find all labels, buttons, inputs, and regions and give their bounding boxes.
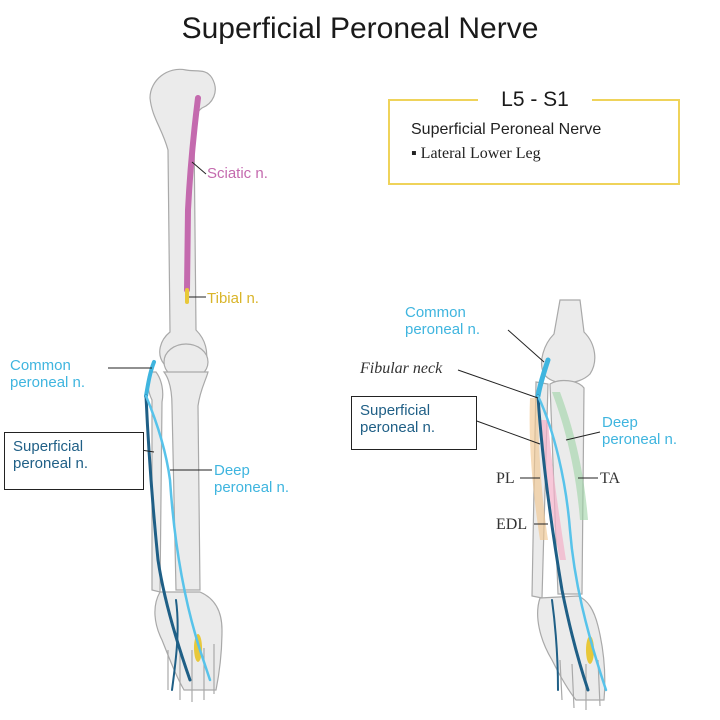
nerve-root-region-text: Lateral Lower Leg [420, 145, 541, 162]
callout-right-superficial-peroneal-nerve: Superficial peroneal n. [351, 396, 477, 450]
label-extensor-digitorum-longus: EDL [496, 516, 528, 533]
right-leg-muscles [529, 392, 588, 560]
label-right-common-peroneal-nerve: Common peroneal n. [405, 304, 480, 338]
right-foot [537, 595, 606, 701]
right-common-peroneal-line [535, 357, 551, 399]
label-right-common-peroneal-line2: peroneal n. [405, 321, 481, 338]
sciatic-nerve-line [184, 95, 201, 293]
label-right-deep-peroneal-nerve: Deep peroneal n. [602, 414, 677, 448]
nerve-root-region: ▪ Lateral Lower Leg [411, 145, 541, 163]
label-peroneus-longus: PL [496, 470, 515, 487]
edl-muscle [540, 420, 566, 560]
femur-bone [149, 68, 216, 372]
right-femur-distal [541, 299, 596, 384]
label-superficial-peroneal-line1: Superficial [13, 438, 84, 455]
common-peroneal-line [144, 360, 156, 398]
label-common-peroneal-line2: peroneal n. [10, 374, 86, 391]
peroneus-longus-muscle [529, 398, 548, 540]
label-fibular-neck: Fibular neck [360, 360, 443, 377]
label-common-peroneal-nerve: Common peroneal n. [10, 357, 85, 391]
right-deep-peroneal-line [536, 394, 608, 692]
label-deep-peroneal-line2: peroneal n. [214, 479, 290, 496]
nerve-root-nerve-name: Superficial Peroneal Nerve [411, 121, 602, 138]
bullet-icon: ▪ [411, 145, 417, 162]
left-leg-nerves [144, 95, 212, 691]
label-tibial-nerve: Tibial n. [207, 290, 259, 307]
right-leader-lines [457, 329, 601, 525]
right-leg-nerves [535, 357, 608, 692]
label-right-deep-peroneal-line2: peroneal n. [602, 431, 678, 448]
label-sciatic-nerve: Sciatic n. [207, 165, 268, 182]
label-right-common-peroneal-line1: Common [405, 304, 466, 321]
label-right-superficial-peroneal-line1: Superficial [360, 402, 431, 419]
deep-peroneal-line [144, 394, 212, 682]
label-common-peroneal-line1: Common [10, 357, 71, 374]
page-title: Superficial Peroneal Nerve [181, 12, 539, 45]
right-superficial-peroneal-line [536, 394, 590, 692]
label-tibialis-anterior: TA [600, 470, 621, 487]
label-right-deep-peroneal-line1: Deep [602, 414, 638, 431]
callout-superficial-peroneal-nerve: Superficial peroneal n. [4, 432, 144, 490]
nerve-root-tag: L5 - S1 [478, 87, 592, 113]
label-deep-peroneal-line1: Deep [214, 462, 250, 479]
label-right-superficial-peroneal-line2: peroneal n. [360, 419, 436, 436]
tibialis-anterior-muscle [552, 392, 588, 520]
label-deep-peroneal-nerve: Deep peroneal n. [214, 462, 289, 496]
label-superficial-peroneal-line2: peroneal n. [13, 455, 89, 472]
